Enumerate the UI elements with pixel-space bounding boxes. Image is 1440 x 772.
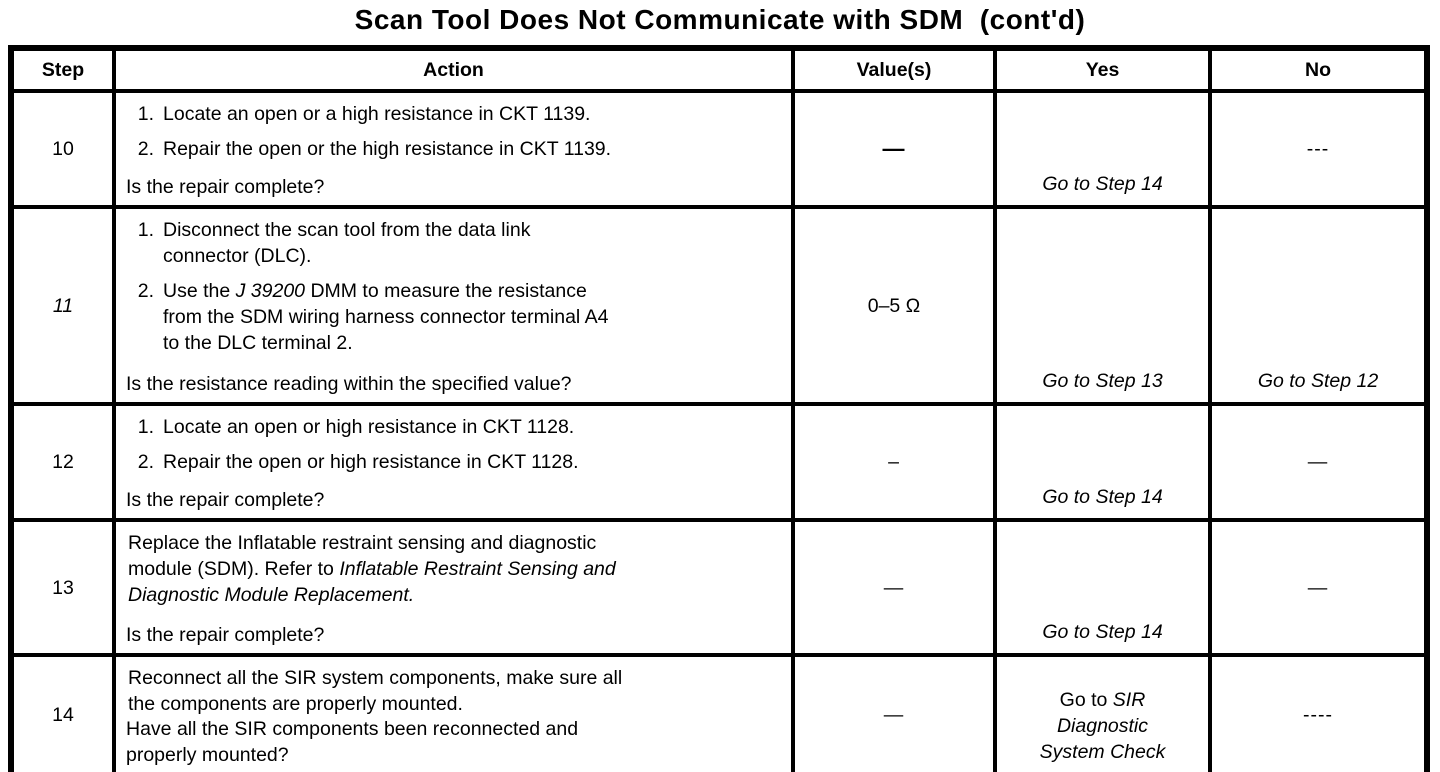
- column-header-action: Action: [112, 46, 795, 93]
- no-cell: Go to Step 12: [1208, 205, 1429, 406]
- action-item-text-part: DMM to measure the resistance from the S…: [163, 280, 609, 354]
- step-number: 14: [52, 704, 74, 726]
- action-item-number: 2.: [137, 138, 154, 160]
- column-header-yes: Yes: [993, 46, 1212, 93]
- action-item: 1. Locate an open or high resistance in …: [126, 414, 785, 440]
- action-item: 1. Disconnect the scan tool from the dat…: [126, 217, 785, 269]
- action-item-text: Locate an open or a high resistance in C…: [163, 103, 591, 125]
- goto-step-reference: Go to Step 13: [1042, 370, 1163, 392]
- step-number-cell: 11: [9, 205, 116, 406]
- step-number-cell: 14: [9, 653, 116, 772]
- no-cell: ---: [1208, 89, 1429, 209]
- action-paragraph-text: Replace the Inflatable restraint sensing…: [128, 532, 597, 580]
- yes-cell: Go to Step 14: [993, 402, 1212, 522]
- goto-step-reference: Go to Step 14: [1042, 173, 1163, 195]
- action-item: 2. Repair the open or high resistance in…: [126, 449, 785, 475]
- action-cell: 1. Locate an open or a high resistance i…: [112, 89, 795, 209]
- action-item-text: Locate an open or high resistance in CKT…: [163, 416, 575, 438]
- action-question: Is the repair complete?: [126, 624, 325, 646]
- value-cell: –: [791, 402, 997, 522]
- action-question: Is the resistance reading within the spe…: [126, 373, 572, 395]
- diagnostic-steps-table: Step Action Value(s) Yes No 10 1. Locate…: [8, 45, 1430, 772]
- table-row-step-11: 11 1. Disconnect the scan tool from the …: [9, 205, 1429, 406]
- action-item-number: 1.: [137, 416, 154, 438]
- action-question: Is the repair complete?: [126, 489, 325, 511]
- action-question: Is the repair complete?: [126, 176, 325, 198]
- no-dash: —: [1307, 451, 1329, 473]
- value-cell: —: [791, 518, 997, 657]
- step-number-cell: 12: [9, 402, 116, 522]
- table-row-step-14: 14 Reconnect all the SIR system componen…: [9, 653, 1429, 772]
- column-header-values: Value(s): [791, 46, 997, 93]
- step-number: 11: [52, 294, 74, 317]
- action-item-text: Use the J 39200 DMM to measure the resis…: [163, 278, 608, 356]
- action-cell: 1. Disconnect the scan tool from the dat…: [112, 205, 795, 406]
- action-item-number: 2.: [137, 451, 154, 473]
- column-header-no: No: [1208, 46, 1429, 93]
- action-item-number: 2.: [137, 280, 154, 302]
- step-number: 12: [52, 451, 74, 473]
- table-row-step-10: 10 1. Locate an open or a high resistanc…: [9, 89, 1429, 209]
- action-item-list: 1. Locate an open or high resistance in …: [126, 414, 785, 475]
- goto-procedure-reference: Go to SIR Diagnostic System Check: [1040, 689, 1166, 763]
- action-item-text: Repair the open or high resistance in CK…: [163, 451, 579, 473]
- value-dash: —: [882, 135, 906, 161]
- goto-step-reference: Go to Step 14: [1042, 486, 1163, 508]
- step-number-cell: 13: [9, 518, 116, 657]
- no-cell: ----: [1208, 653, 1429, 772]
- table-header-row: Step Action Value(s) Yes No: [9, 46, 1429, 93]
- action-item-text: Disconnect the scan tool from the data l…: [163, 219, 531, 267]
- no-dash: —: [1307, 576, 1329, 599]
- yes-cell: Go to Step 14: [993, 89, 1212, 209]
- action-item-number: 1.: [137, 103, 154, 125]
- yes-cell: Go to Step 13: [993, 205, 1212, 406]
- action-item-text-part: Use the: [163, 280, 236, 302]
- value-dash: –: [888, 451, 900, 473]
- action-item-text: Repair the open or the high resistance i…: [163, 138, 612, 160]
- value-cell: 0–5 Ω: [791, 205, 997, 406]
- action-cell: Replace the Inflatable restraint sensing…: [112, 518, 795, 657]
- goto-step-reference: Go to Step 12: [1257, 370, 1379, 392]
- yes-cell: Go to SIR Diagnostic System Check: [993, 653, 1212, 772]
- action-item-list: 1. Locate an open or a high resistance i…: [126, 101, 785, 162]
- value-dash: —: [883, 576, 905, 599]
- page-title: Scan Tool Does Not Communicate with SDM …: [354, 4, 1086, 35]
- action-item: 2. Repair the open or the high resistanc…: [126, 136, 785, 162]
- no-cell: —: [1208, 518, 1429, 657]
- action-item-list: 1. Disconnect the scan tool from the dat…: [126, 217, 785, 356]
- procedure-name-italic: SIR Diagnostic System Check: [1039, 689, 1166, 763]
- procedure-reference-italic: Inflatable Restraint Sensing and Diagnos…: [128, 558, 616, 606]
- resistance-value: 0–5 Ω: [867, 294, 921, 317]
- step-number: 10: [52, 138, 74, 160]
- no-dash: ---: [1306, 138, 1330, 160]
- goto-prefix: Go to: [1059, 689, 1113, 711]
- column-header-step: Step: [9, 46, 116, 93]
- action-item: 1. Locate an open or a high resistance i…: [126, 101, 785, 127]
- table-row-step-12: 12 1. Locate an open or high resistance …: [9, 402, 1429, 522]
- no-cell: —: [1208, 402, 1429, 522]
- action-item-number: 1.: [137, 219, 154, 241]
- action-cell: 1. Locate an open or high resistance in …: [112, 402, 795, 522]
- value-cell: —: [791, 89, 997, 209]
- no-dash: ----: [1303, 704, 1333, 726]
- action-item: 2. Use the J 39200 DMM to measure the re…: [126, 278, 785, 356]
- action-paragraph: Reconnect all the SIR system components,…: [128, 667, 623, 715]
- goto-step-reference: Go to Step 14: [1042, 621, 1163, 643]
- step-number: 13: [52, 576, 74, 599]
- table-row-step-13: 13 Replace the Inflatable restraint sens…: [9, 518, 1429, 657]
- tool-number-italic: J 39200: [235, 280, 306, 302]
- step-number-cell: 10: [9, 89, 116, 209]
- value-cell: —: [791, 653, 997, 772]
- action-cell: Reconnect all the SIR system components,…: [112, 653, 795, 772]
- value-dash: —: [883, 704, 905, 726]
- yes-cell: Go to Step 14: [993, 518, 1212, 657]
- action-paragraph: Replace the Inflatable restraint sensing…: [126, 530, 785, 608]
- action-question: Have all the SIR components been reconne…: [126, 718, 579, 766]
